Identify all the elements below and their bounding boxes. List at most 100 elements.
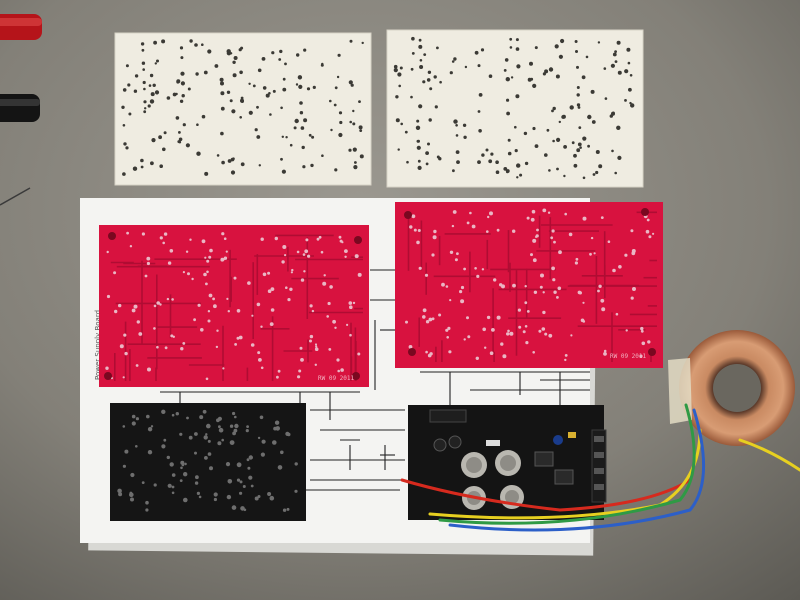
drill-hole bbox=[194, 43, 198, 47]
solder-pad bbox=[122, 464, 126, 468]
drill-hole bbox=[477, 64, 481, 68]
solder-pad bbox=[318, 235, 322, 239]
solder-pad bbox=[525, 341, 529, 345]
solder-pad bbox=[445, 285, 449, 288]
solder-pad bbox=[466, 221, 470, 225]
solder-pad bbox=[354, 254, 359, 259]
solder-pad bbox=[553, 240, 556, 244]
drill-hole bbox=[616, 40, 621, 45]
white-pcb-left bbox=[114, 32, 372, 186]
capacitor-blue bbox=[553, 435, 563, 445]
drill-hole bbox=[133, 89, 138, 93]
solder-pad bbox=[122, 425, 126, 428]
drill-hole bbox=[143, 87, 146, 91]
drill-hole bbox=[256, 105, 259, 109]
red-pcb-right: RW 09 2011 bbox=[395, 202, 663, 368]
solder-pad bbox=[422, 315, 426, 319]
solder-pad bbox=[564, 212, 567, 216]
solder-pad bbox=[467, 335, 471, 339]
solder-pad bbox=[254, 496, 259, 501]
drill-hole bbox=[350, 83, 354, 87]
solder-pad bbox=[114, 309, 118, 314]
drill-hole bbox=[558, 54, 564, 59]
solder-pad bbox=[282, 245, 287, 249]
drill-hole bbox=[427, 142, 430, 146]
regulator-ic-1 bbox=[534, 451, 554, 467]
solder-pad bbox=[204, 456, 208, 460]
drill-hole bbox=[295, 83, 299, 86]
drill-hole bbox=[611, 111, 615, 116]
drill-hole bbox=[154, 62, 157, 65]
solder-pad bbox=[429, 352, 433, 356]
solder-pad bbox=[575, 257, 579, 261]
drill-hole bbox=[123, 142, 127, 146]
solder-pad bbox=[530, 253, 533, 257]
solder-pad bbox=[454, 258, 458, 262]
solder-pad bbox=[277, 369, 281, 373]
solder-pad bbox=[349, 305, 353, 310]
loose-wire bbox=[0, 187, 31, 206]
drill-hole bbox=[254, 128, 258, 132]
solder-pad bbox=[238, 335, 243, 340]
drill-hole bbox=[524, 161, 529, 166]
drill-hole bbox=[574, 40, 578, 43]
drill-hole bbox=[140, 158, 144, 163]
solder-pad bbox=[248, 475, 253, 480]
drill-hole bbox=[590, 89, 595, 94]
drill-hole bbox=[268, 92, 271, 95]
solder-pad bbox=[556, 296, 559, 299]
solder-pad bbox=[208, 255, 212, 259]
solder-pad bbox=[260, 325, 263, 328]
solder-pad bbox=[491, 328, 495, 332]
drill-hole bbox=[150, 161, 154, 166]
drill-hole bbox=[122, 88, 127, 92]
drill-hole bbox=[182, 123, 186, 127]
drill-hole bbox=[227, 159, 232, 163]
drill-hole bbox=[507, 151, 512, 156]
drill-hole bbox=[449, 71, 453, 75]
solder-pad bbox=[171, 298, 174, 301]
solder-pad bbox=[475, 356, 479, 360]
solder-pad bbox=[222, 367, 225, 370]
drill-hole bbox=[303, 48, 307, 52]
solder-pad bbox=[164, 346, 168, 350]
drill-hole bbox=[554, 44, 559, 49]
solder-pad bbox=[186, 416, 189, 420]
solder-pad bbox=[129, 492, 134, 498]
solder-pad bbox=[481, 268, 485, 271]
mounting-hole bbox=[404, 211, 412, 219]
solder-pad bbox=[471, 224, 476, 229]
drill-hole bbox=[604, 97, 608, 100]
drill-hole bbox=[248, 82, 251, 86]
solder-pad bbox=[194, 451, 197, 455]
solder-pad bbox=[418, 266, 422, 270]
solder-pad bbox=[251, 314, 254, 317]
drill-hole bbox=[282, 87, 287, 92]
drill-hole bbox=[510, 76, 514, 79]
drill-hole bbox=[180, 81, 185, 86]
drill-hole bbox=[306, 87, 311, 91]
drill-hole bbox=[238, 48, 242, 52]
solder-pad bbox=[272, 440, 277, 445]
drill-hole bbox=[153, 40, 158, 45]
drill-hole bbox=[544, 153, 548, 157]
solder-pad bbox=[184, 462, 187, 466]
drill-hole bbox=[352, 122, 356, 126]
solder-pad bbox=[193, 318, 197, 322]
drill-hole bbox=[162, 147, 166, 152]
solder-pad bbox=[315, 345, 318, 348]
solder-pad bbox=[570, 334, 573, 337]
drill-hole bbox=[261, 57, 266, 61]
solder-pad bbox=[289, 287, 293, 291]
drill-hole bbox=[563, 174, 566, 178]
solder-pad bbox=[640, 326, 644, 331]
drill-hole bbox=[281, 135, 284, 138]
solder-pad bbox=[225, 250, 228, 253]
solder-pad bbox=[316, 237, 320, 241]
drill-hole bbox=[415, 125, 421, 130]
solder-pad bbox=[518, 325, 522, 329]
drill-hole bbox=[147, 104, 151, 108]
solder-pad bbox=[484, 346, 487, 349]
drill-hole bbox=[175, 92, 178, 96]
